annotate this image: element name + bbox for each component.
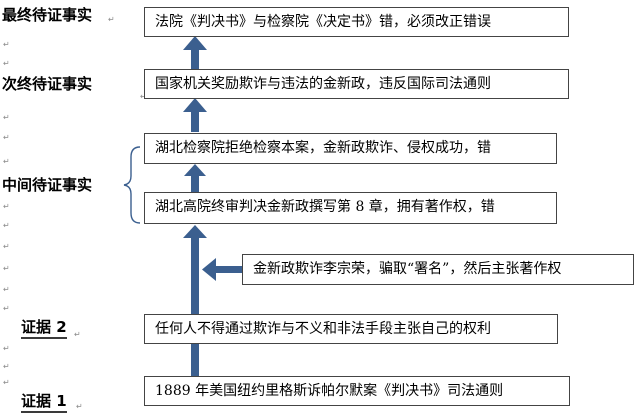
- intermediate-brace: [123, 146, 141, 224]
- paragraph-mark: ↵: [3, 264, 10, 273]
- arrow-side-to-main: [202, 258, 242, 281]
- box-procuratorate-refusal: 湖北检察院拒绝检察本案，金新政欺诈、侵权成功，错: [144, 133, 557, 164]
- arrow-secondary-to-final: [183, 36, 207, 69]
- paragraph-mark: ↵: [3, 113, 10, 122]
- paragraph-mark: ↵: [3, 157, 10, 166]
- paragraph-mark: ↵: [140, 93, 147, 101]
- box-secondary-fact: 国家机关奖励欺诈与违法的金新政，违反国际司法通则: [144, 69, 569, 99]
- label-secondary-fact: 次终待证事实: [2, 75, 93, 93]
- arrow-evidence2-to-judgment: [183, 225, 207, 314]
- paragraph-mark: ↵: [3, 202, 10, 211]
- paragraph-mark: ↵: [3, 285, 10, 294]
- box-evidence-2: 任何人不得通过欺诈与不义和非法手段主张自己的权利: [144, 314, 558, 344]
- paragraph-mark: ↵: [3, 378, 10, 387]
- paragraph-mark: ↵: [3, 242, 10, 251]
- label-intermediate-fact: 中间待证事实: [2, 176, 93, 194]
- paragraph-mark: ↵: [3, 304, 10, 313]
- paragraph-mark: ↵: [3, 221, 10, 230]
- paragraph-mark: ↵: [76, 402, 83, 411]
- paragraph-mark: ↵: [3, 133, 10, 142]
- paragraph-mark: ↵: [3, 59, 10, 68]
- box-high-court-judgment: 湖北高院终审判决金新政撰写第 8 章，拥有著作权，错: [144, 192, 557, 224]
- paragraph-mark: ↵: [3, 362, 10, 371]
- paragraph-mark: ↵: [3, 344, 10, 353]
- box-fraud-fact: 金新政欺诈李宗荣，骗取“署名”，然后主张著作权: [242, 254, 634, 285]
- paragraph-mark: ↵: [108, 15, 115, 24]
- arrow-intermediate-to-secondary: [183, 98, 207, 132]
- paragraph-mark: ↵: [74, 330, 81, 339]
- paragraph-mark: ↵: [3, 40, 10, 49]
- box-final-fact: 法院《判决书》与检察院《决定书》错，必须改正错误: [144, 7, 569, 37]
- label-evidence-1: 证据 1: [21, 390, 67, 413]
- arrow-judgment-to-procuratorate: [184, 164, 206, 192]
- label-evidence-2: 证据 2: [21, 316, 67, 339]
- label-final-fact: 最终待证事实: [2, 6, 93, 24]
- box-evidence-1: 1889 年美国纽约里格斯诉帕尔默案《判决书》司法通则: [144, 376, 570, 406]
